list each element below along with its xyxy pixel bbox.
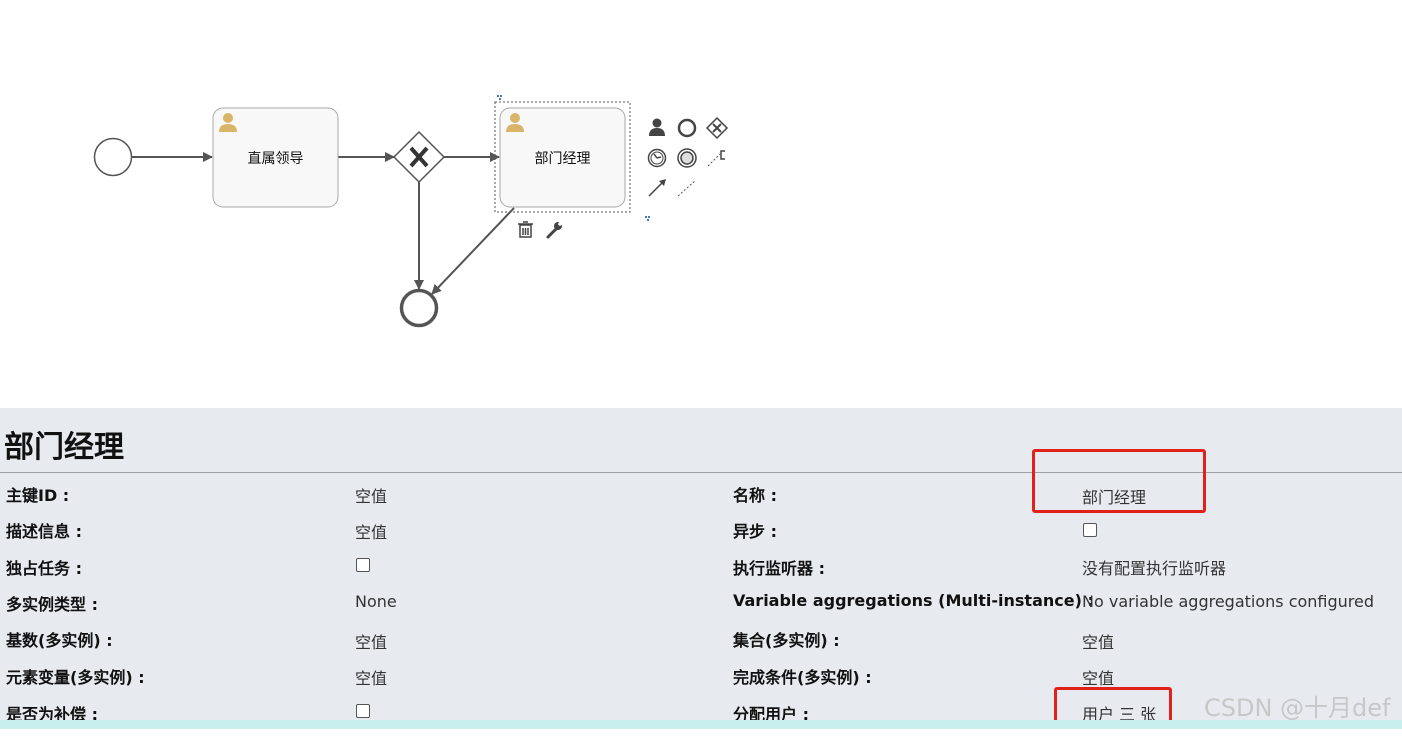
property-label-variable-aggregations[interactable]: Variable aggregations (Multi-instance) : xyxy=(733,591,1094,610)
property-value-collection[interactable]: 空值 xyxy=(1082,633,1115,652)
property-row: 主键ID : 空值 名称 : 部门经理 xyxy=(0,482,1402,518)
selection-frame xyxy=(494,101,631,213)
append-end-event-icon[interactable] xyxy=(677,118,697,138)
property-label-compensation[interactable]: 是否为补偿 : xyxy=(6,705,98,724)
highlight-box-name xyxy=(1032,449,1206,513)
association-line-icon[interactable] xyxy=(677,179,697,197)
task2-label: 部门经理 xyxy=(535,151,591,167)
trash-icon[interactable] xyxy=(518,221,533,238)
property-row: 描述信息 : 空值 异步 : xyxy=(0,518,1402,554)
property-row: 是否为补偿 : 分配用户 : 用户 三 张 xyxy=(0,701,1402,737)
property-label-documentation[interactable]: 描述信息 : xyxy=(6,522,82,541)
context-pad xyxy=(518,116,729,239)
connect-arrow-icon[interactable] xyxy=(648,179,666,197)
property-row: 基数(多实例) : 空值 集合(多实例) : 空值 xyxy=(0,627,1402,663)
property-value-name[interactable]: 部门经理 xyxy=(1082,488,1147,507)
user-icon xyxy=(219,113,237,132)
resize-handle-icon[interactable] xyxy=(645,216,650,221)
property-value-execution-listeners[interactable]: 没有配置执行监听器 xyxy=(1082,559,1227,578)
property-value-element-variable[interactable]: 空值 xyxy=(355,669,388,688)
property-label-collection[interactable]: 集合(多实例) : xyxy=(733,631,840,650)
watermark: CSDN @十月def xyxy=(1204,694,1391,722)
property-value-multi-instance-type[interactable]: None xyxy=(355,592,397,611)
property-row: 独占任务 : 执行监听器 : 没有配置执行监听器 xyxy=(0,555,1402,591)
property-label-multi-instance-type[interactable]: 多实例类型 : xyxy=(6,595,98,614)
flow-task2-to-end[interactable] xyxy=(431,207,515,295)
exclusive-checkbox[interactable] xyxy=(356,558,370,572)
wrench-icon[interactable] xyxy=(546,222,562,239)
user-task-1[interactable]: 直属领导 xyxy=(212,107,339,208)
property-value-assignment[interactable]: 用户 三 张 xyxy=(1082,705,1157,724)
compensation-checkbox[interactable] xyxy=(356,704,370,718)
property-label-element-variable[interactable]: 元素变量(多实例) : xyxy=(6,668,145,687)
property-label-cardinality[interactable]: 基数(多实例) : xyxy=(6,631,113,650)
append-intermediate-event-icon[interactable] xyxy=(677,148,697,168)
property-value-id[interactable]: 空值 xyxy=(355,487,388,506)
append-timer-event-icon[interactable] xyxy=(647,148,667,168)
property-label-name[interactable]: 名称 : xyxy=(733,486,777,505)
property-value-cardinality[interactable]: 空值 xyxy=(355,633,388,652)
task1-label: 直属领导 xyxy=(248,150,304,167)
property-value-documentation[interactable]: 空值 xyxy=(355,523,388,542)
user-task-2[interactable]: 部门经理 xyxy=(494,95,650,221)
property-label-completion-condition[interactable]: 完成条件(多实例) : xyxy=(733,668,872,687)
properties-panel: 部门经理 主键ID : 空值 名称 : 部门经理 描述信息 : 空值 异步 : … xyxy=(0,408,1402,729)
property-label-async[interactable]: 异步 : xyxy=(733,522,777,541)
append-user-task-icon[interactable] xyxy=(649,118,665,137)
async-checkbox[interactable] xyxy=(1083,523,1097,537)
start-event[interactable] xyxy=(93,137,133,177)
title-divider xyxy=(0,472,1402,473)
bpmn-diagram: 直属领导 部门经理 xyxy=(93,95,729,328)
end-event[interactable] xyxy=(399,288,439,328)
resize-handle-icon[interactable] xyxy=(497,95,502,100)
property-row: 元素变量(多实例) : 空值 完成条件(多实例) : 空值 xyxy=(0,664,1402,700)
exclusive-gateway[interactable] xyxy=(392,130,446,184)
property-value-completion-condition[interactable]: 空值 xyxy=(1082,669,1115,688)
append-gateway-icon[interactable] xyxy=(705,116,729,140)
property-value-variable-aggregations[interactable]: No variable aggregations configured xyxy=(1082,592,1375,611)
property-label-execution-listeners[interactable]: 执行监听器 : xyxy=(733,559,825,578)
gateway-x-icon xyxy=(409,146,429,168)
property-label-id[interactable]: 主键ID : xyxy=(6,486,70,505)
text-annotation-icon[interactable] xyxy=(707,150,725,167)
user-icon xyxy=(506,113,524,132)
property-label-assignment[interactable]: 分配用户 : xyxy=(733,705,809,724)
property-row: 多实例类型 : None Variable aggregations (Mult… xyxy=(0,591,1402,627)
process-diagram-canvas[interactable]: 直属领导 部门经理 xyxy=(0,0,1402,408)
property-label-exclusive[interactable]: 独占任务 : xyxy=(6,559,82,578)
properties-title: 部门经理 xyxy=(4,430,124,465)
panel-bottom-bar xyxy=(0,720,1402,729)
